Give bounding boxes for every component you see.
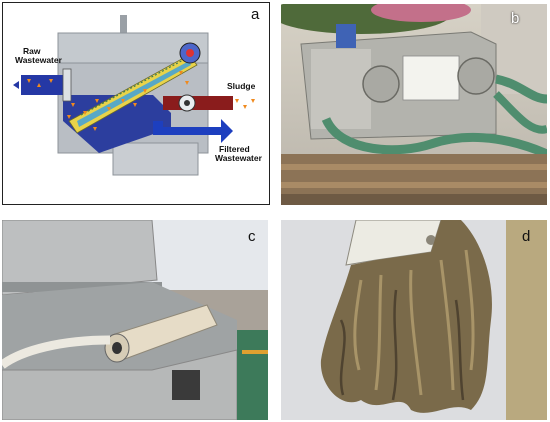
filtered-outlet-pipe	[153, 119, 233, 143]
photo-sludge-output	[281, 220, 547, 420]
panel-label-d: d	[522, 228, 531, 245]
white-hose	[2, 335, 111, 369]
raw-label-line1: Raw	[23, 46, 41, 56]
inlet-arrow	[13, 81, 19, 89]
flowers	[371, 4, 471, 22]
panel-b-photo-unit: b	[281, 4, 547, 205]
panel-label-b: b	[511, 10, 520, 27]
panel-c-photo-drum: c	[2, 220, 268, 420]
screen-drum	[104, 304, 218, 363]
photo-screen-drum	[2, 220, 268, 420]
panel-d-photo-sludge: d	[281, 220, 547, 420]
photo-filter-unit	[281, 4, 547, 205]
particles	[27, 71, 255, 131]
panel-label-c: c	[248, 228, 256, 245]
inlet-pipe	[21, 75, 65, 95]
sludge-valve-center	[184, 100, 190, 106]
sludge-outlet-pipe	[163, 96, 233, 110]
filtered-wastewater-label: Filtered Wastewater	[215, 145, 262, 163]
green-hose-1	[321, 116, 547, 159]
inspection-hatch-left	[362, 65, 400, 103]
filtered-label-line1: Filtered	[219, 144, 250, 154]
blue-motor	[336, 24, 356, 48]
panel-a-schematic: a Raw Wastewater Sludge Filtered Wastewa…	[2, 2, 270, 205]
chute-bolt	[426, 235, 436, 245]
screen-mesh-line	[77, 61, 191, 127]
side-panel	[311, 49, 371, 129]
filtered-label-line2: Wastewater	[215, 153, 262, 163]
green-hose-2	[494, 74, 547, 104]
drum-center	[186, 49, 194, 57]
inspection-hatch-right	[457, 57, 495, 95]
raw-wastewater-label: Raw Wastewater	[15, 47, 62, 65]
black-spring	[172, 370, 200, 400]
label-plate	[402, 55, 460, 101]
right-wall	[506, 220, 547, 420]
panel-label-a: a	[251, 6, 260, 23]
raw-label-line2: Wastewater	[15, 55, 62, 65]
green-hose-3	[493, 91, 547, 134]
housing-base	[112, 142, 199, 176]
inlet-flange	[62, 68, 72, 102]
sludge-mass	[320, 220, 492, 413]
top-vent-pipe	[120, 15, 127, 45]
sludge-label: Sludge	[227, 81, 256, 91]
filter-schematic-diagram	[13, 15, 255, 176]
open-lid	[2, 220, 158, 296]
